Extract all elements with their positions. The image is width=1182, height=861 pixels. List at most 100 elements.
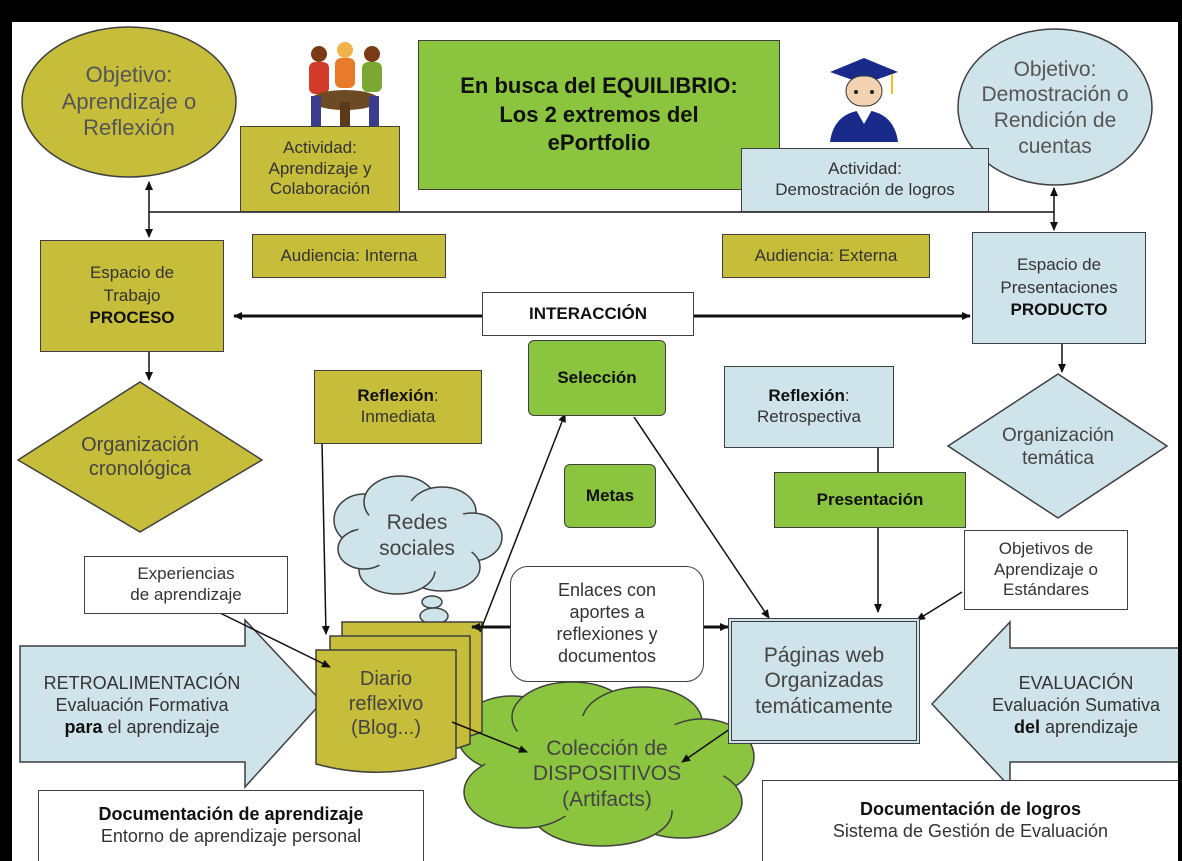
reflection-immediate-box: Reflexión: Inmediata [314, 370, 482, 444]
links-line2: aportes a [569, 602, 645, 623]
evaluation-line1: EVALUACIÓN [1018, 673, 1134, 694]
presentation-box: Presentación [774, 472, 966, 528]
collection-line2: DISPOSITIVOS [532, 762, 682, 786]
right-goal-line4: cuentas [1018, 134, 1092, 158]
presentation-label: Presentación [816, 489, 924, 509]
reflective-journal: Diario reflexivo (Blog...) [316, 648, 456, 760]
web-pages-line2: Organizadas [764, 669, 884, 693]
thematic-line2: temática [1022, 448, 1094, 469]
doc-learning-subtitle: Entorno de aprendizaje personal [100, 826, 362, 846]
workspace-process-box: Espacio de Trabajo PROCESO [40, 240, 224, 352]
links-line4: documentos [557, 645, 657, 666]
graduate-icon [820, 50, 905, 142]
evaluation-summative: EVALUACIÓN Evaluación Sumativa del apren… [974, 658, 1178, 754]
social-networks: Redes sociales [352, 494, 482, 578]
feedback-arrow [19, 618, 324, 789]
selection-box: Selección [528, 340, 666, 416]
audience-internal-label: Audiencia: Interna [280, 245, 418, 265]
workspace-line3: PROCESO [89, 308, 175, 328]
links-line3: reflexiones y [556, 624, 658, 644]
activity-left-line3: Colaboración [269, 179, 371, 199]
experiences-box: Experiencias de aprendizaje [84, 556, 288, 614]
showcase-line2: Presentaciones [1000, 277, 1118, 297]
objectives-box: Objetivos de Aprendizaje o Estándares [964, 530, 1128, 610]
web-pages-box: Páginas web Organizadas temáticamente [728, 618, 920, 744]
journal-stack [315, 621, 483, 773]
reflection-immediate-colon: : [433, 386, 439, 406]
doc-achievements-title: Documentación de logros [859, 799, 1082, 820]
feedback-line2: Evaluación Formativa [55, 695, 229, 716]
experiences-line1: Experiencias [137, 564, 235, 584]
feedback-bold: para [64, 716, 103, 737]
interaction-box: INTERACCIÓN [482, 292, 694, 336]
objectives-line1: Objetivos de [998, 538, 1094, 558]
chronological-diamond [16, 381, 264, 533]
links-box: Enlaces con aportes a reflexiones y docu… [510, 566, 704, 682]
collection-line3: (Artifacts) [562, 787, 652, 811]
feedback-formative: RETROALIMENTACIÓN Evaluación Formativa p… [12, 658, 272, 754]
collection-cloud [456, 681, 755, 847]
evaluation-line2: Evaluación Sumativa [991, 695, 1161, 716]
diagram-canvas: Objetivo: Aprendizaje o Reflexión Objeti… [12, 22, 1178, 861]
showcase-product-box: Espacio de Presentaciones PRODUCTO [972, 232, 1146, 344]
diagram-shapes [16, 26, 1178, 847]
showcase-line3: PRODUCTO [1010, 300, 1108, 320]
interaction-label: INTERACCIÓN [528, 303, 648, 323]
social-line1: Redes [386, 511, 448, 535]
audience-internal-box: Audiencia: Interna [252, 234, 446, 278]
thematic-line1: Organización [1002, 424, 1114, 446]
selection-label: Selección [557, 367, 637, 387]
group-of-people-icon [295, 40, 395, 132]
audience-external-box: Audiencia: Externa [722, 234, 930, 278]
artifacts-collection: Colección de DISPOSITIVOS (Artifacts) [502, 726, 712, 822]
doc-achievements-subtitle: Sistema de Gestión de Evaluación [832, 821, 1109, 841]
web-pages-line3: temáticamente [755, 694, 893, 718]
activity-learning-box: Actividad: Aprendizaje y Colaboración [240, 126, 400, 212]
reflection-retro-line2: Retrospectiva [757, 407, 861, 426]
reflection-immediate-line2: Inmediata [360, 407, 436, 426]
objectives-line2: Aprendizaje o [994, 559, 1098, 579]
feedback-line3: el aprendizaje [102, 716, 220, 737]
reflection-retro-title: Reflexión [768, 386, 845, 406]
chronological-org: Organización cronológica [32, 422, 248, 492]
links-line1: Enlaces con [557, 580, 657, 601]
objectives-line3: Estándares [1003, 580, 1089, 600]
right-goal-ellipse [957, 28, 1153, 186]
doc-learning-title: Documentación de aprendizaje [98, 804, 364, 825]
social-line2: sociales [379, 537, 455, 560]
thematic-diamond [946, 373, 1169, 519]
journal-line1: Diario [359, 668, 413, 691]
showcase-line1: Espacio de [1016, 254, 1102, 274]
journal-line2: reflexivo [348, 692, 424, 715]
activity-demonstration-box: Actividad: Demostración de logros [741, 148, 989, 212]
reflection-retrospective-box: Reflexión: Retrospectiva [724, 366, 894, 448]
right-goal-line3: Rendición de [993, 109, 1117, 132]
left-goal: Objetivo: Aprendizaje o Reflexión [22, 32, 236, 172]
left-goal-ellipse [21, 26, 237, 178]
audience-external-label: Audiencia: Externa [754, 245, 898, 265]
evaluation-line3: aprendizaje [1039, 716, 1139, 737]
left-goal-line1: Objetivo: [85, 61, 173, 87]
activity-right-line1: Actividad: [828, 159, 902, 179]
social-cloud [333, 475, 503, 625]
web-pages-line1: Páginas web [763, 643, 885, 667]
title-box: En busca del EQUILIBRIO: Los 2 extremos … [418, 40, 780, 190]
feedback-line1: RETROALIMENTACIÓN [43, 673, 241, 694]
evaluation-bold: del [1013, 716, 1040, 737]
reflection-immediate-title: Reflexión [357, 386, 434, 406]
left-goal-line3: Reflexión [83, 115, 175, 141]
workspace-line1: Espacio de [89, 262, 175, 282]
reflection-retro-colon: : [844, 386, 850, 406]
chronological-line2: cronológica [88, 458, 192, 480]
title-line1: En busca del EQUILIBRIO: [460, 73, 738, 99]
left-goal-line2: Aprendizaje o [61, 88, 197, 114]
chronological-line1: Organización [81, 433, 199, 456]
collection-line1: Colección de [546, 736, 668, 760]
evaluation-arrow [930, 620, 1178, 789]
activity-right-line2: Demostración de logros [775, 180, 955, 199]
learning-documentation-box: Documentación de aprendizaje Entorno de … [38, 790, 424, 861]
experiences-line2: de aprendizaje [130, 585, 242, 604]
right-goal-line2: Demostración o [981, 83, 1129, 107]
right-goal: Objetivo: Demostración o Rendición de cu… [958, 30, 1152, 186]
